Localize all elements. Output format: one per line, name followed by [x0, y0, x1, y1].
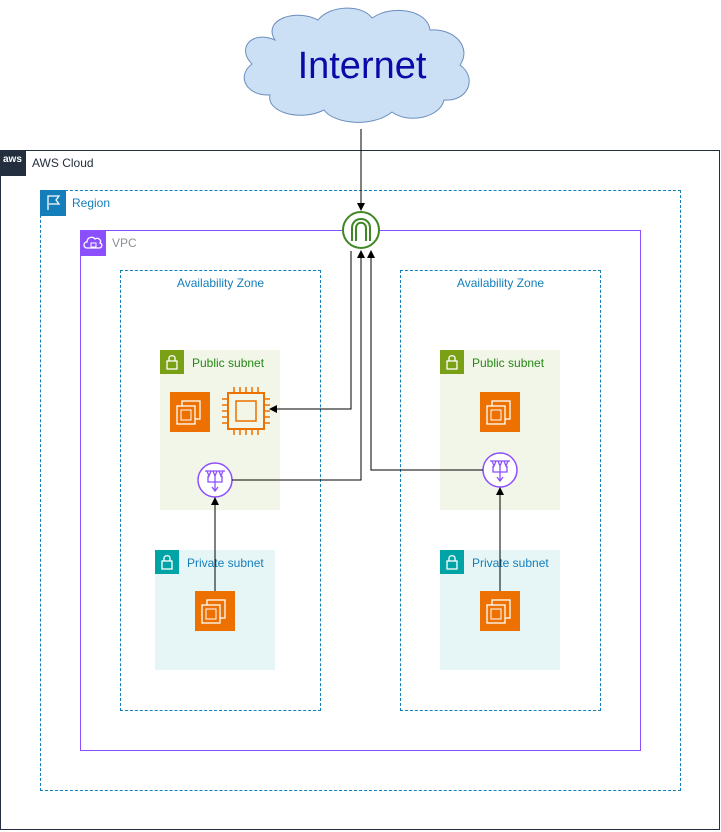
internet-gateway-icon [342, 211, 380, 249]
private-subnet-1-label: Private subnet [187, 556, 264, 570]
vpc-cloud-icon [80, 230, 106, 256]
internet-cloud [243, 7, 470, 123]
lock-icon [440, 550, 464, 574]
connector-nat1-to-igw [232, 250, 365, 481]
region-label: Region [72, 196, 111, 210]
private-subnet-2-label: Private subnet [472, 556, 549, 570]
internet-label: Internet [297, 45, 427, 87]
nat-gateway-icon [197, 462, 233, 498]
lock-icon [160, 350, 184, 374]
lock-icon [440, 350, 464, 374]
nat-gateway-icon [482, 452, 518, 488]
public-subnet-2-label: Public subnet [472, 356, 545, 370]
vpc-label: VPC [112, 236, 137, 250]
ec2-instance-icon [195, 591, 235, 631]
lock-icon [155, 550, 179, 574]
public-subnet-1-label: Public subnet [192, 356, 265, 370]
aws-logo-icon: aws [0, 150, 26, 176]
availability-zone-1 [120, 270, 321, 711]
processor-icon [222, 387, 270, 435]
availability-zone-2 [400, 270, 601, 711]
availability-zone-2-label: Availability Zone [456, 276, 545, 290]
aws-logo-text: aws [3, 154, 22, 165]
connector-igw-to-processor [269, 251, 352, 413]
ec2-instance-icon [480, 392, 520, 432]
connector-nat2-to-igw [367, 250, 483, 471]
region-flag-icon [40, 190, 66, 216]
aws-cloud-label: AWS Cloud [32, 156, 94, 170]
ec2-instance-icon [480, 591, 520, 631]
availability-zone-1-label: Availability Zone [176, 276, 265, 290]
aws-cloud-group [0, 150, 720, 830]
ec2-instance-icon [170, 392, 210, 432]
